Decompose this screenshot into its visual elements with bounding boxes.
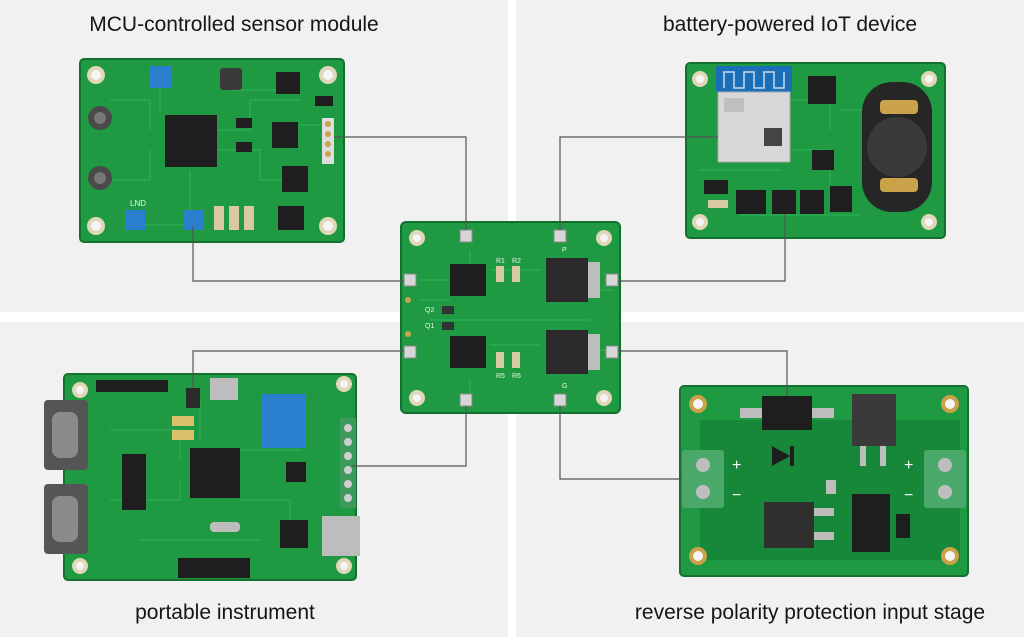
pad-top-right [554, 230, 566, 242]
board-protection-stage: + − + − [680, 386, 968, 576]
central-mosfet-top [546, 258, 588, 302]
wire-instrument-terminal [352, 406, 466, 466]
label-q1: Q1 [425, 323, 434, 330]
pad-top-left [460, 230, 472, 242]
blue-trimmer-left [125, 210, 145, 230]
terminal-left-plus: + [732, 457, 741, 474]
central-ic-bottom [450, 336, 486, 368]
instrument-mcu [190, 448, 240, 498]
label-r5: R5 [496, 373, 505, 380]
central-ic-top [450, 264, 486, 296]
board-iot-device [686, 63, 945, 238]
board-central: R1 R2 Q2 Q1 R5 R6 P G [401, 222, 620, 413]
protection-diode [762, 396, 812, 430]
wire-sensor-header [334, 137, 466, 230]
label-r1: R1 [496, 258, 505, 265]
pin-header [96, 380, 168, 392]
mcu-chip [165, 115, 217, 167]
wire-protection-terminal [560, 406, 682, 479]
mosfet-bottom [764, 502, 814, 548]
label-q2: Q2 [425, 307, 434, 314]
label-r6: R6 [512, 373, 521, 380]
ribbon-header [178, 558, 250, 578]
pad-bottom-right [554, 394, 566, 406]
terminal-left-minus: − [732, 487, 741, 504]
pad-right-upper [606, 274, 618, 286]
pad-right-lower [606, 346, 618, 358]
mosfet-top [852, 394, 896, 446]
pad-left-lower [404, 346, 416, 358]
label-p: P [562, 247, 567, 254]
central-mosfet-bottom [546, 330, 588, 374]
board-portable-instrument [44, 374, 360, 580]
label-r2: R2 [512, 258, 521, 265]
label-lnd: LND [130, 199, 146, 208]
label-g: G [562, 383, 567, 390]
tvs-diode [852, 494, 890, 552]
blue-trimmer [150, 66, 172, 88]
blue-module [262, 394, 306, 448]
pad-bottom-left [460, 394, 472, 406]
board-sensor-module: LND [80, 59, 344, 242]
terminal-right-plus: + [904, 457, 913, 474]
terminal-right-minus: − [904, 487, 913, 504]
usb-connector [322, 516, 360, 556]
pad-left-upper [404, 274, 416, 286]
